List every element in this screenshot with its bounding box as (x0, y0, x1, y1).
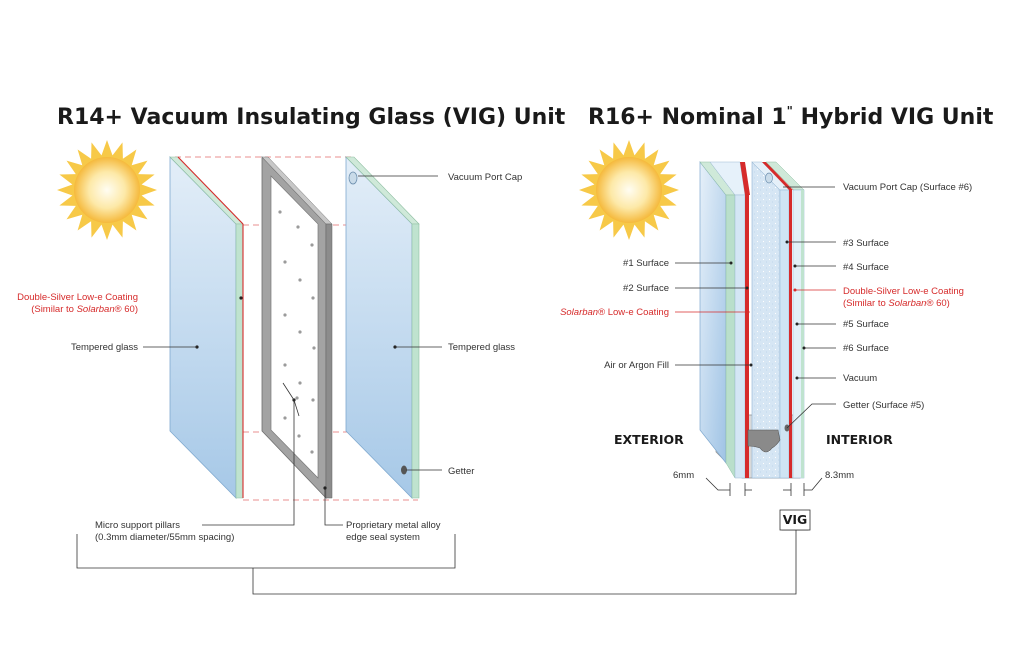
label-tempered-glass-right: Tempered glass (448, 342, 515, 353)
label-solarban-low-e: Solarban® Low-e Coating (560, 307, 669, 318)
label-vig: VIG (783, 512, 808, 527)
sun-icon-left (57, 140, 157, 240)
sun-icon-right (579, 140, 679, 240)
label-surface-5: #5 Surface (843, 319, 889, 330)
seal-profile (747, 429, 781, 453)
vacuum-port-cap-icon-right (765, 172, 773, 184)
label-vacuum-port-cap: Vacuum Port Cap (448, 172, 522, 183)
label-tempered-glass-left: Tempered glass (71, 342, 138, 353)
right-title: R16+ Nominal 1" Hybrid VIG Unit (588, 104, 994, 130)
label-getter: Getter (448, 466, 474, 477)
label-similar-solarban-right: (Similar to Solarban® 60) (843, 298, 950, 309)
label-similar-solarban: (Similar to Solarban® 60) (31, 304, 138, 315)
label-exterior: EXTERIOR (614, 432, 684, 447)
getter-icon (401, 465, 407, 475)
right-glass-pane (345, 156, 420, 499)
right-leader-lines (675, 186, 836, 496)
label-interior: INTERIOR (826, 432, 893, 447)
label-surface-1: #1 Surface (623, 258, 669, 269)
hybrid-vig-cross-section (699, 160, 805, 479)
left-glass-pane (169, 156, 244, 499)
label-surface-6: #6 Surface (843, 343, 889, 354)
support-pillars (278, 210, 316, 454)
label-vacuum-port-cap-surface6: Vacuum Port Cap (Surface #6) (843, 182, 972, 193)
label-double-silver-coating-right: Double-Silver Low-e Coating (843, 286, 964, 297)
label-metal-alloy: Proprietary metal alloy (346, 520, 441, 531)
label-pillar-spacing: (0.3mm diameter/55mm spacing) (95, 532, 234, 543)
sun-disc (74, 157, 140, 223)
label-surface-2: #2 Surface (623, 283, 669, 294)
label-double-silver-coating: Double-Silver Low-e Coating (17, 292, 138, 303)
edge-seal-frame (261, 156, 333, 499)
left-leader-lines (76, 175, 809, 595)
label-vacuum: Vacuum (843, 373, 877, 384)
vig-box (779, 509, 811, 531)
label-edge-seal: edge seal system (346, 532, 420, 543)
label-surface-3: #3 Surface (843, 238, 889, 249)
label-dim-6mm: 6mm (673, 470, 694, 481)
label-surface-4: #4 Surface (843, 262, 889, 273)
label-getter-surface5: Getter (Surface #5) (843, 400, 924, 411)
label-air-argon-fill: Air or Argon Fill (604, 360, 669, 371)
vacuum-port-cap-icon (348, 171, 358, 185)
label-micro-pillars: Micro support pillars (95, 520, 180, 531)
sun-disc (596, 157, 662, 223)
left-title: R14+ Vacuum Insulating Glass (VIG) Unit (57, 105, 566, 130)
label-dim-8-3mm: 8.3mm (825, 470, 854, 481)
